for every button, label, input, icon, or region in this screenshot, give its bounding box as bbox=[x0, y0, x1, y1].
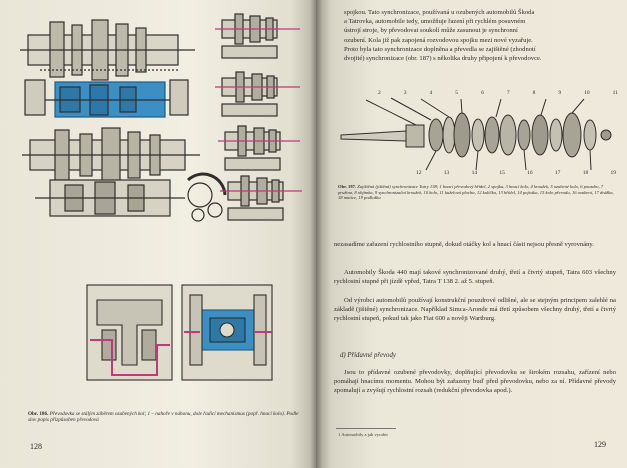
callout-number: 3 bbox=[403, 90, 407, 96]
synchronizer-section-illustration bbox=[86, 284, 273, 381]
callout-number: 15 bbox=[499, 170, 505, 176]
text-line: Proto byla tato synchronizace doplněna a… bbox=[344, 45, 536, 53]
middle-paragraph-1: nezasadíme zařazení rychlostního stupně,… bbox=[334, 241, 594, 248]
middle-paragraph-2: Automobily Škoda 440 mají takové synchro… bbox=[334, 269, 616, 286]
page-number-left: 128 bbox=[30, 442, 42, 451]
running-footer: 1 Automobily a jak vyrobit bbox=[338, 432, 388, 437]
callout-number: 11 bbox=[612, 90, 618, 96]
figure-callouts-bottom: 12 13 14 15 16 17 18 19 bbox=[416, 170, 616, 176]
figure-caption-187: Obr. 187. Zajištěná (jištěná) synchroniz… bbox=[338, 184, 618, 201]
top-paragraph: spojkou. Tato synchronizace, používaná u… bbox=[344, 8, 616, 63]
figure-caption-label: Obr. 186. bbox=[28, 411, 49, 417]
section-heading: d) Přídavné převody bbox=[340, 352, 396, 359]
figure-caption-label: Obr. 187. bbox=[338, 184, 357, 189]
synchronizer-shaft-illustration bbox=[340, 97, 612, 171]
callout-number: 5 bbox=[455, 90, 459, 96]
last-paragraph: Jsou to přídavné ozubené převodovky, dop… bbox=[334, 369, 616, 395]
figure-caption-186: Obr. 186. Převodovka se stálým záběrem o… bbox=[28, 411, 300, 424]
figure-caption-text: Zajištěná (jištěná) synchronizace Tatry … bbox=[338, 184, 614, 201]
right-page: spojkou. Tato synchronizace, používaná u… bbox=[316, 0, 627, 468]
callout-number: 4 bbox=[429, 90, 433, 96]
callout-number: 14 bbox=[471, 170, 478, 176]
footer-rule bbox=[336, 428, 396, 429]
callout-number: 12 bbox=[416, 170, 422, 176]
text-line: ozubení. Kola již pak zapojená rozvodovo… bbox=[344, 36, 533, 44]
callout-number: 18 bbox=[582, 170, 589, 176]
left-page: Obr. 186. Převodovka se stálým záběrem o… bbox=[0, 0, 316, 468]
book-gutter bbox=[310, 0, 322, 468]
gearbox-illustration bbox=[20, 13, 302, 222]
page-number-right: 129 bbox=[594, 440, 606, 449]
figure-callouts-top: 2 3 4 5 6 7 8 9 10 11 bbox=[378, 90, 618, 96]
callout-number: 13 bbox=[443, 170, 450, 176]
text-line: spojkou. Tato synchronizace, používaná u… bbox=[344, 9, 535, 16]
callout-number: 8 bbox=[532, 90, 536, 96]
callout-number: 16 bbox=[527, 170, 533, 176]
middle-paragraph-3: Od výrobci automobilů používají konstruk… bbox=[334, 297, 616, 323]
text-line: ústrojí stroje, by převodovat soukolí mů… bbox=[344, 27, 518, 35]
callout-number: 10 bbox=[584, 90, 590, 96]
callout-number: 7 bbox=[506, 90, 510, 96]
callout-number: 2 bbox=[378, 90, 381, 96]
callout-number: 17 bbox=[554, 170, 561, 176]
callout-number: 9 bbox=[558, 90, 562, 96]
figure-caption-text: Převodovka se stálým záběrem ozubených k… bbox=[28, 411, 299, 424]
callout-number: 6 bbox=[481, 90, 484, 96]
text-line: a Tatrovka, automobile tedy, umožňuje řa… bbox=[344, 18, 526, 26]
callout-number: 19 bbox=[610, 170, 616, 176]
text-line: dvojité) synchronizace (obr. 187) s něko… bbox=[344, 55, 542, 63]
